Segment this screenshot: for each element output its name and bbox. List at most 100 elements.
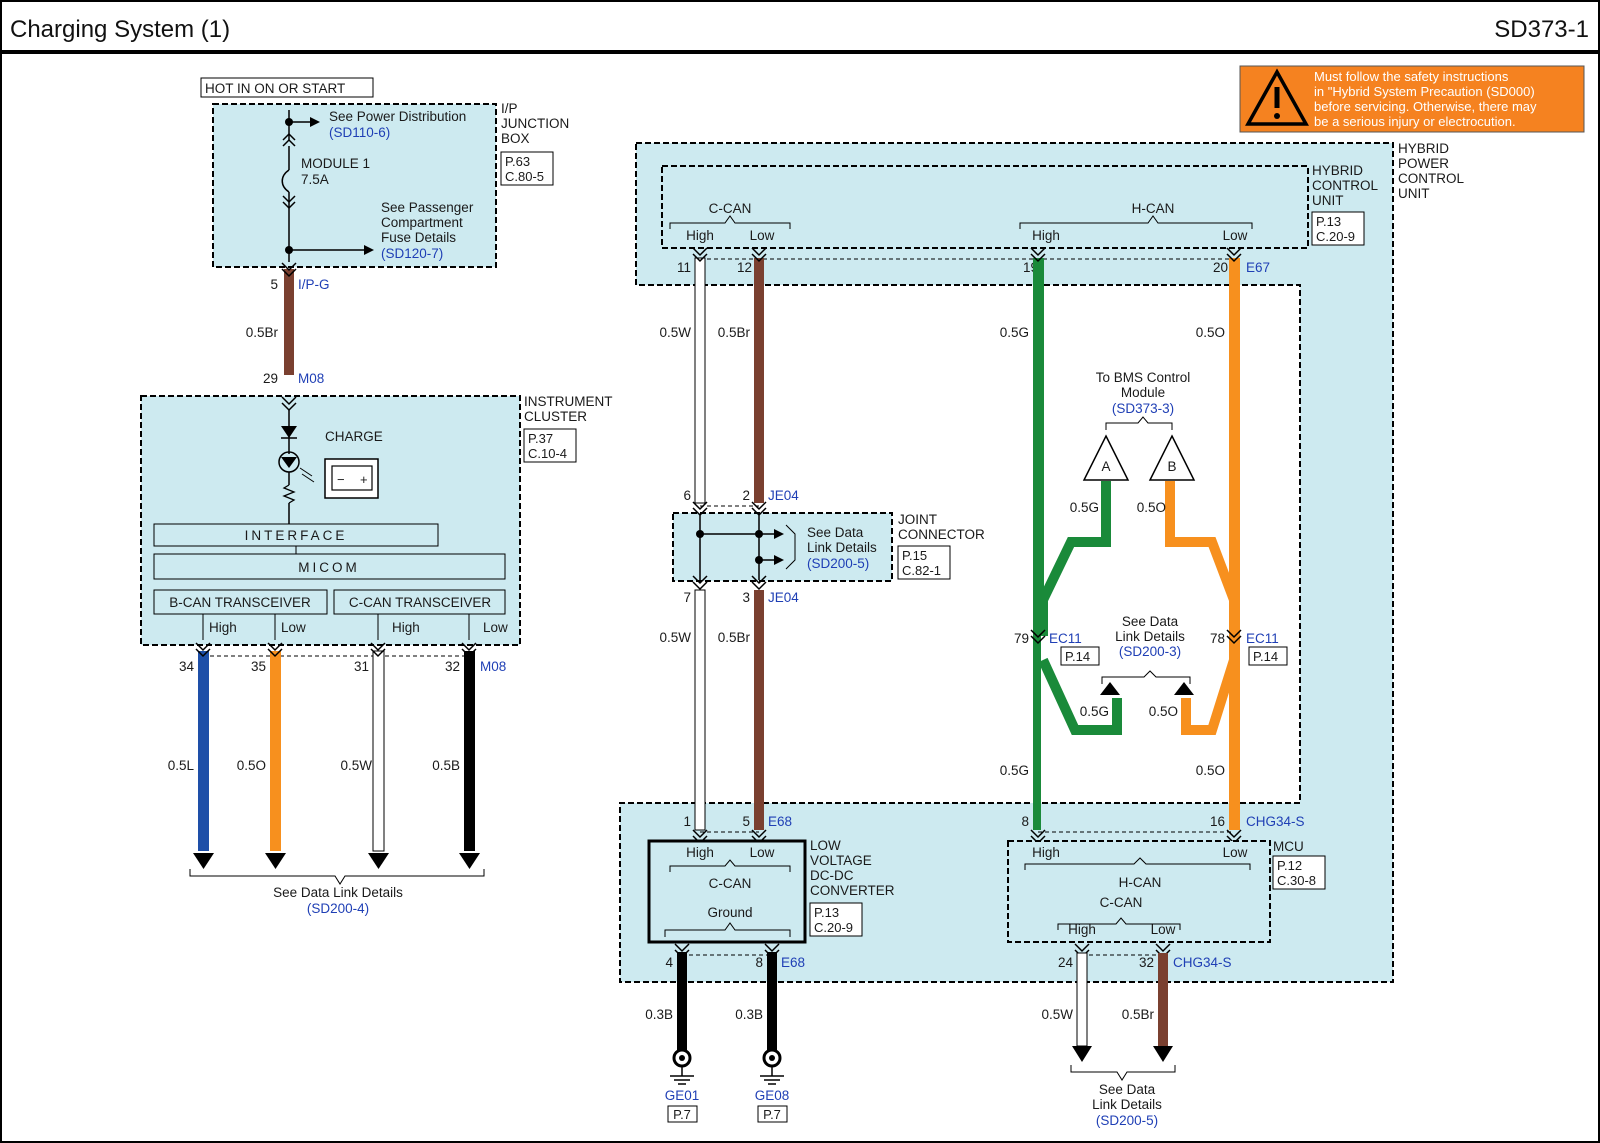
safety-warning: Must follow the safety instructions in "… (1239, 65, 1585, 133)
wire-0-3b-ge01 (677, 952, 687, 1052)
hcu-h-can-low: Low (1223, 228, 1248, 243)
joint-note-2: Link Details (807, 540, 877, 555)
fuse-rating: 7.5A (301, 172, 329, 187)
power-dist-ref: (SD110-6) (329, 125, 390, 140)
joint-conn: C.82-1 (902, 563, 941, 578)
svg-text:−: − (337, 472, 345, 487)
wire-0-5br-mcu (1158, 953, 1168, 1046)
wire-0-5o-bms (1165, 481, 1239, 636)
wire-0-3b-ge08 (767, 952, 777, 1052)
page-title: Charging System (1) (10, 16, 230, 43)
hcu-h-can-label: H-CAN (1132, 201, 1175, 216)
ground-ge08: GE08 (755, 1088, 790, 1103)
connector-b-icon (1148, 434, 1196, 481)
wire-0-5o-h-can (1229, 258, 1240, 830)
wire-0-5w-c-can-lower (694, 589, 706, 831)
joint-page: P.15 (902, 548, 927, 563)
pin-6: 6 (683, 488, 691, 503)
passenger-fuse-note-2: Compartment (381, 215, 463, 230)
bms-note-1: To BMS Control (1096, 370, 1191, 385)
hcu-c-can-high: High (686, 228, 714, 243)
b-can-label: B-CAN TRANSCEIVER (169, 595, 311, 610)
wire-0-5w-cluster (372, 650, 385, 852)
pin-32: 32 (445, 659, 460, 674)
hcu-conn: C.20-9 (1316, 229, 1355, 244)
pin-1: 1 (683, 814, 691, 829)
wire-0-5o-cluster (270, 651, 281, 851)
ground-ge01: GE01 (665, 1088, 700, 1103)
ldc-name-4: CONVERTER (810, 883, 895, 898)
power-source-label: HOT IN ON OR START (205, 81, 345, 96)
b-can-low: Low (281, 620, 306, 635)
ip-junction-box-page: P.63 (505, 154, 530, 169)
connector-a-icon (1082, 434, 1130, 481)
connector-a-label: A (1101, 459, 1110, 474)
ground-ge01-page: P.7 (673, 1107, 691, 1122)
conn-chg34-s-a: CHG34-S (1246, 814, 1305, 829)
diode-icon (281, 426, 297, 438)
pin-32-mcu: 32 (1139, 955, 1154, 970)
hpcu-name-1: HYBRID (1398, 141, 1449, 156)
wire-label-0-5w-a: 0.5W (340, 758, 372, 773)
wire-0-5g-loop (1038, 657, 1122, 735)
ldc-ground: Ground (707, 905, 752, 920)
hcu-name-1: HYBRID (1312, 163, 1363, 178)
mcu-data-link-ref: (SD200-5) (1096, 1113, 1158, 1128)
conn-m08-b: M08 (480, 659, 506, 674)
wire-label-0-5w-c: 0.5W (659, 630, 691, 645)
hcu-c-can-low: Low (750, 228, 775, 243)
ip-junction-box-conn: C.80-5 (505, 169, 544, 184)
pin-3: 3 (742, 590, 750, 605)
ground-icon (760, 1048, 784, 1085)
hcu-page: P.13 (1316, 214, 1341, 229)
joint-name-2: CONNECTOR (898, 527, 985, 542)
wire-0-5o-loop (1181, 658, 1239, 735)
wire-label-0-5o-d: 0.5O (1149, 704, 1178, 719)
ec11-note-2: Link Details (1115, 629, 1185, 644)
micom-block (153, 553, 506, 580)
pin-16: 16 (1210, 814, 1225, 829)
conn-chg34-s-b: CHG34-S (1173, 955, 1232, 970)
pin-24: 24 (1058, 955, 1074, 970)
low-voltage-dc-dc-converter (647, 839, 807, 944)
c-can-transceiver (333, 589, 506, 615)
passenger-fuse-ref: (SD120-7) (381, 246, 443, 261)
ip-junction-box-name-3: BOX (501, 131, 530, 146)
conn-m08-a: M08 (298, 371, 324, 386)
pin-79: 79 (1014, 631, 1029, 646)
passenger-fuse-note-3: Fuse Details (381, 230, 456, 245)
wire-0-5br-c-can-lower (754, 590, 764, 830)
hpcu-name-4: UNIT (1398, 186, 1430, 201)
ec11-page-b: P.14 (1253, 649, 1278, 664)
cluster-output-wires (198, 650, 475, 852)
hybrid-control-unit (661, 165, 1309, 249)
conn-je04-b: JE04 (768, 590, 799, 605)
c-can-low: Low (483, 620, 508, 635)
pin-5: 5 (270, 277, 278, 292)
conn-e67: E67 (1246, 260, 1270, 275)
pin-8-ldc: 8 (755, 955, 763, 970)
wire-0-5w-c-can-upper (694, 257, 706, 504)
ldc-c-can: C-CAN (709, 876, 752, 891)
ip-junction-box-name-2: JUNCTION (501, 116, 569, 131)
fuse-name: MODULE 1 (301, 156, 370, 171)
joint-connector (672, 512, 893, 582)
wire-label-0-5g-b: 0.5G (1070, 500, 1099, 515)
warning-line-4: be a serious injury or electrocution. (1314, 114, 1516, 129)
ec11-ref: (SD200-3) (1119, 644, 1181, 659)
mcu-c-can-high: High (1068, 922, 1096, 937)
wire-label-0-5l: 0.5L (168, 758, 195, 773)
ip-junction-box (212, 103, 497, 268)
wire-label-0-5o-a: 0.5O (237, 758, 266, 773)
fuse-icon (281, 169, 290, 193)
mcu-data-link-note-2: Link Details (1092, 1097, 1162, 1112)
wire-label-0-3b-a: 0.3B (645, 1007, 673, 1022)
hcu-h-can-high: High (1032, 228, 1060, 243)
warning-line-2: in "Hybrid System Precaution (SD000) (1314, 84, 1535, 99)
mcu-c-can-low: Low (1151, 922, 1176, 937)
bms-note-2: Module (1121, 385, 1165, 400)
joint-ref: (SD200-5) (807, 556, 869, 571)
conn-e68-b: E68 (781, 955, 805, 970)
